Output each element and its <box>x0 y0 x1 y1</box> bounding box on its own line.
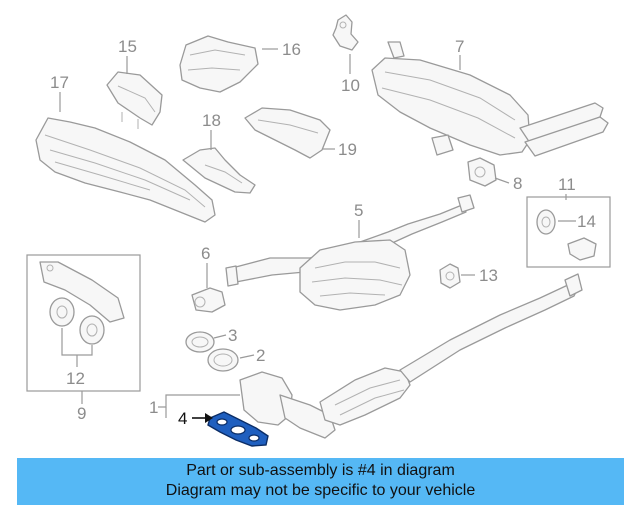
exhaust-parts-diagram: 17 15 16 10 7 8 11 14 18 19 5 6 13 3 2 1… <box>26 14 611 447</box>
banner-line-1: Part or sub-assembly is #4 in diagram <box>186 462 455 479</box>
part-2-gasket[interactable] <box>207 348 239 372</box>
part-16-heat-shield[interactable] <box>179 35 259 93</box>
callout-19: 19 <box>338 140 357 159</box>
callout-5: 5 <box>354 201 363 220</box>
part-13-hanger[interactable] <box>439 263 461 289</box>
callout-12: 12 <box>66 369 85 388</box>
part-9-hanger-bracket-box[interactable] <box>26 254 141 392</box>
part-1-front-pipe-catalytic-converter[interactable] <box>239 273 583 439</box>
part-6-clamp[interactable] <box>191 287 226 313</box>
part-5-center-muffler[interactable] <box>225 194 475 311</box>
part-12-rubber-mount-a[interactable] <box>49 297 75 327</box>
part-10-bracket[interactable] <box>332 14 359 51</box>
part-14-rubber-mount[interactable] <box>536 209 597 261</box>
callout-18: 18 <box>202 111 221 130</box>
part-4-exhaust-gasket[interactable] <box>207 411 269 447</box>
callout-8: 8 <box>513 174 522 193</box>
callout-2: 2 <box>256 346 265 365</box>
callout-16: 16 <box>282 40 301 59</box>
callout-4: 4 <box>178 409 187 428</box>
part-17-heat-shield[interactable] <box>35 117 216 223</box>
part-18-bracket[interactable] <box>182 147 256 194</box>
part-15-heat-shield[interactable] <box>106 71 163 129</box>
callout-1: 1 <box>149 398 158 417</box>
part-12-rubber-mount-b[interactable] <box>79 315 105 345</box>
part-7-rear-muffler[interactable] <box>371 41 609 157</box>
part-11-hanger-box[interactable] <box>526 196 611 268</box>
part-3-gasket[interactable] <box>185 331 215 353</box>
banner-line-2: Diagram may not be specific to your vehi… <box>165 482 476 499</box>
callout-10: 10 <box>341 76 360 95</box>
callout-4-arrow <box>192 413 213 423</box>
callout-13: 13 <box>479 266 498 285</box>
callout-14: 14 <box>577 212 596 231</box>
leader-lines <box>59 48 576 418</box>
callout-15: 15 <box>118 37 137 56</box>
callout-6: 6 <box>201 244 210 263</box>
info-banner: Part or sub-assembly is #4 in diagram Di… <box>17 458 624 505</box>
callout-3: 3 <box>228 326 237 345</box>
callout-7: 7 <box>455 37 464 56</box>
callout-11: 11 <box>558 175 576 194</box>
callout-9: 9 <box>77 404 86 423</box>
part-19-heat-shield[interactable] <box>244 107 331 159</box>
callout-17: 17 <box>50 73 69 92</box>
part-8-hanger[interactable] <box>467 157 497 187</box>
